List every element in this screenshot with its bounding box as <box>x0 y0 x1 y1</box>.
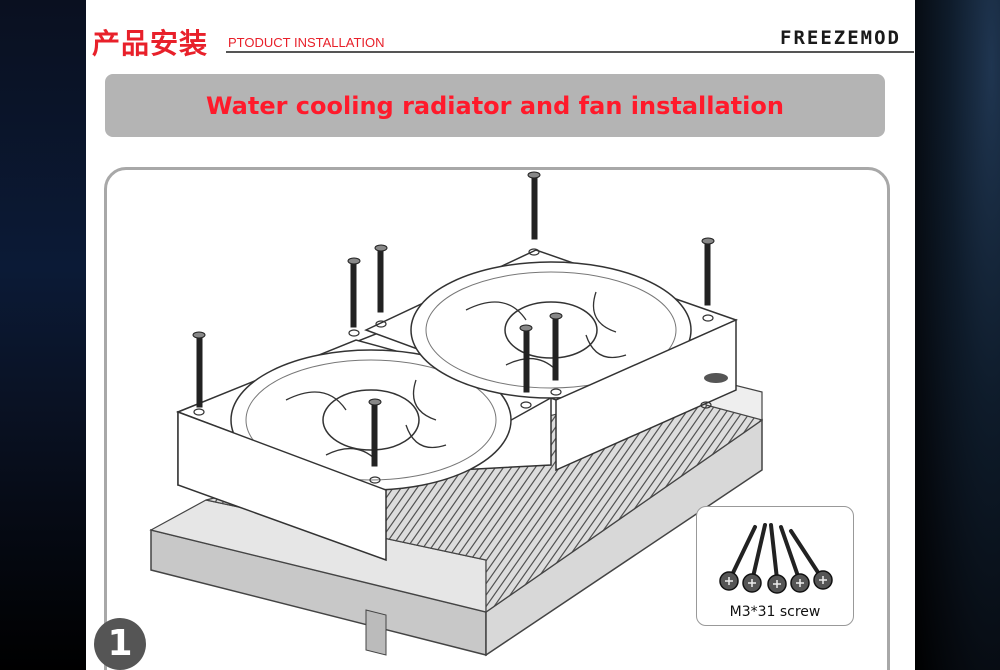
screw-label: M3*31 screw <box>729 604 821 620</box>
page-title-english: PTODUCT INSTALLATION <box>228 35 385 50</box>
section-title: Water cooling radiator and fan installat… <box>206 91 784 120</box>
screw-set <box>192 171 715 467</box>
radiator-fan-diagram <box>149 171 764 657</box>
section-banner: Water cooling radiator and fan installat… <box>105 74 885 137</box>
background-left-panel <box>0 0 86 670</box>
installation-page: 产品安装 PTODUCT INSTALLATION FREEZEMOD Wate… <box>86 0 915 670</box>
step-number-badge: 1 <box>94 618 146 670</box>
brand-logo: FREEZEMOD <box>780 27 901 49</box>
screw-callout: M3*31 screw <box>696 506 854 626</box>
fan-right <box>364 249 739 472</box>
page-title-chinese: 产品安装 <box>92 27 209 60</box>
background-right-panel <box>915 0 1000 670</box>
header-divider <box>226 51 914 53</box>
screw-icon <box>719 523 833 594</box>
screw-holes <box>193 248 714 484</box>
